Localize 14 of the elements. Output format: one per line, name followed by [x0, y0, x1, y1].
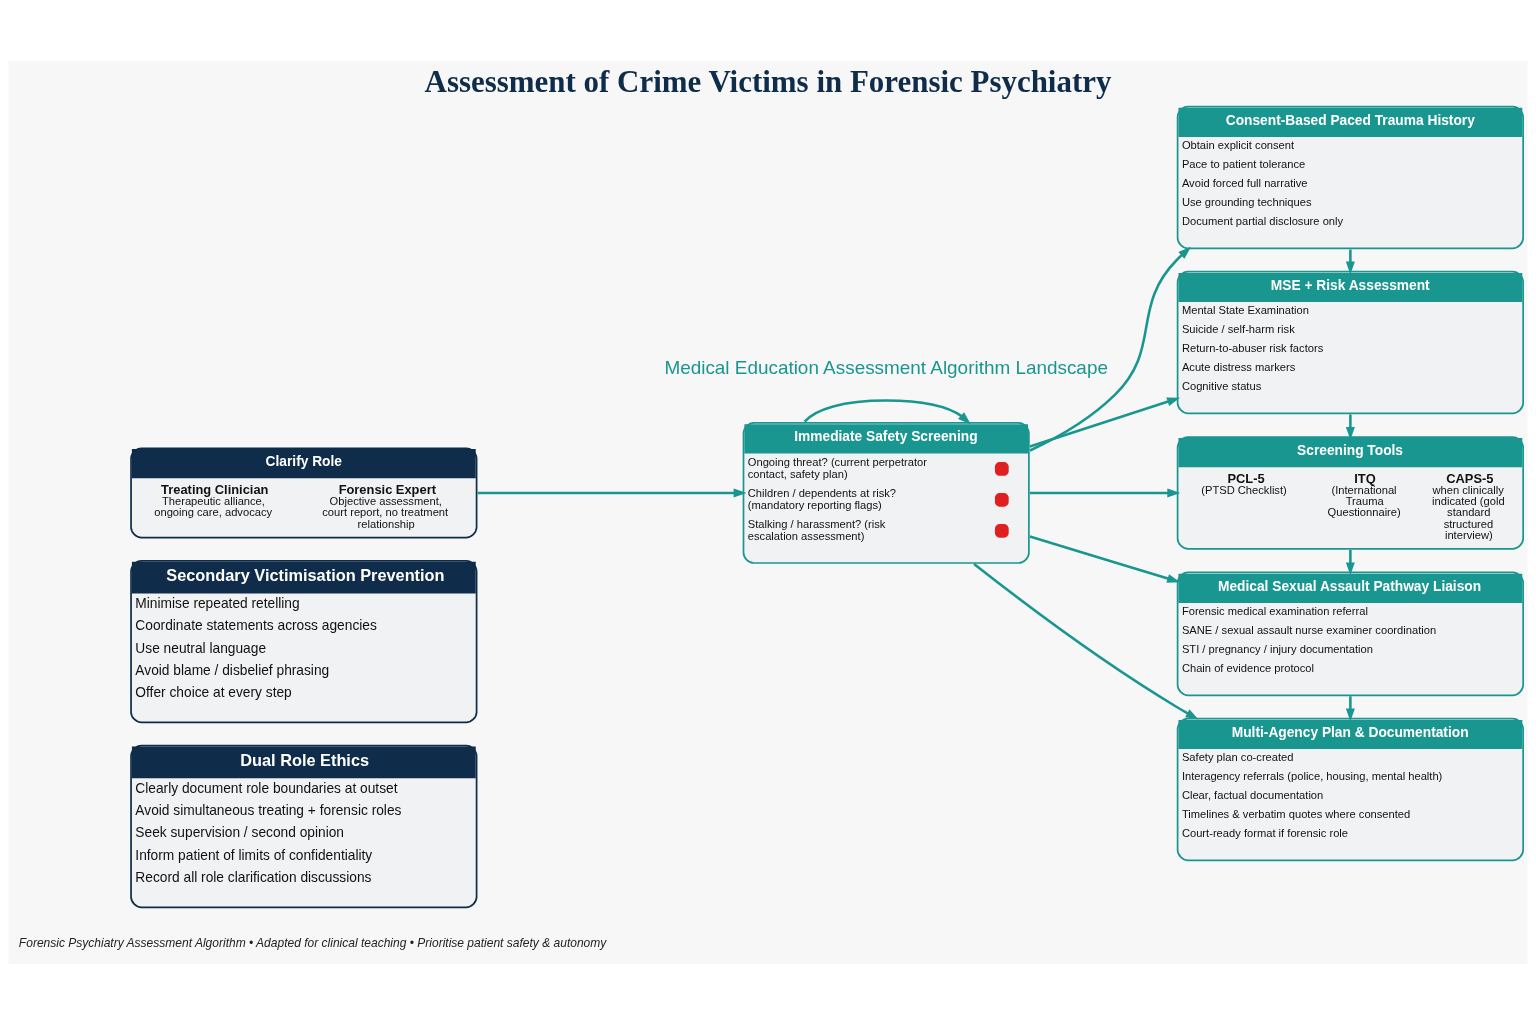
caption: Forensic Psychiatry Assessment Algorithm • Adapted for clinical teaching • Prioritise patient safety & autonomy — [18, 935, 607, 950]
diagram-title: Assessment of Crime Victims in Forensic Psychiatry — [424, 63, 1112, 99]
arrow — [477, 487, 747, 497]
arrow — [1345, 413, 1355, 440]
arrow — [1029, 246, 1192, 452]
arrow — [1345, 549, 1355, 575]
label: Medical Education Assessment Algorithm Landscape — [664, 356, 1108, 378]
arrow — [973, 562, 1199, 720]
arrow — [1345, 695, 1355, 721]
arrow — [1345, 249, 1355, 275]
arrow — [1029, 534, 1181, 583]
arrow — [1029, 487, 1181, 497]
arrow — [803, 398, 971, 424]
arrow — [1029, 396, 1181, 448]
